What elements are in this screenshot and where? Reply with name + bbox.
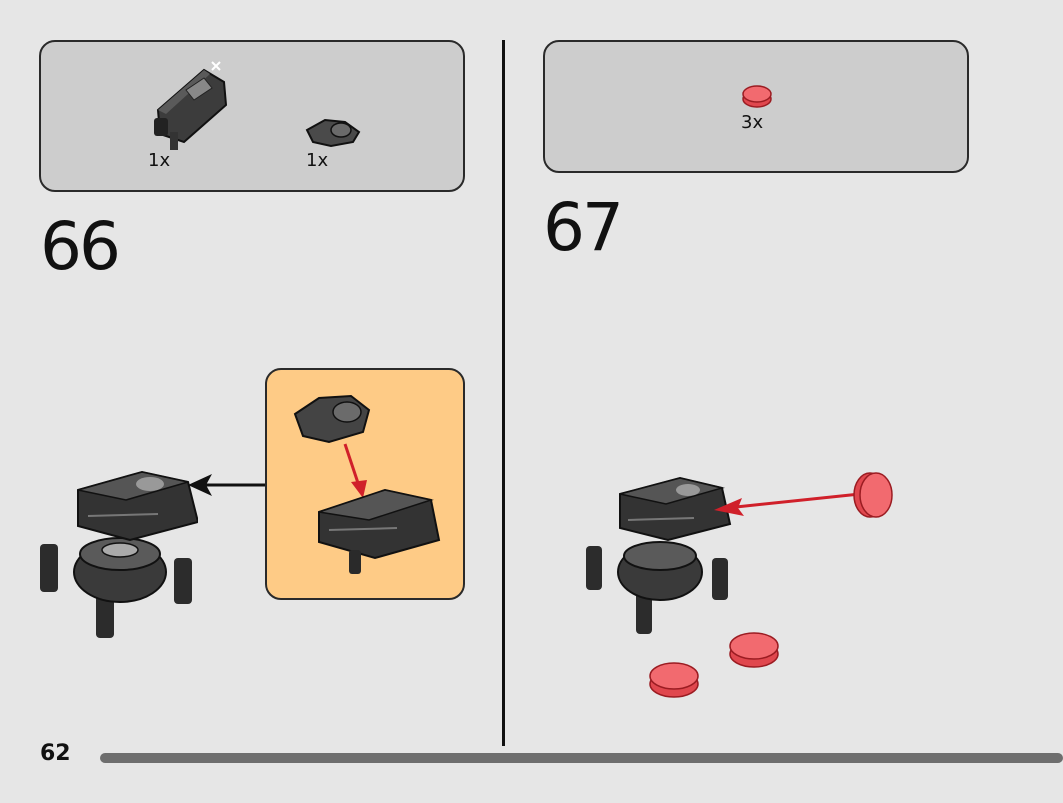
trans-red-round-tile-icon — [742, 85, 772, 108]
cannon-housing-part-icon — [154, 61, 228, 150]
part-qty: 1x — [148, 150, 171, 171]
trans-red-round-tile-icon — [649, 662, 699, 698]
part-qty: 3x — [741, 112, 764, 133]
parts-box-step-67: 3x — [543, 40, 969, 173]
black-arrow-icon — [188, 474, 266, 496]
part-qty: 1x — [306, 150, 329, 171]
turret-assembly-illustration — [586, 476, 732, 634]
step-number-67: 67 — [543, 189, 624, 266]
clip-plate-part-icon — [305, 118, 361, 148]
red-arrow-icon — [714, 492, 861, 516]
red-arrow-icon — [343, 443, 367, 498]
parts-box-step-66: 1x 1x — [39, 40, 465, 192]
clip-plate-icon — [293, 394, 371, 444]
trans-red-round-tile-icon — [853, 472, 893, 518]
progress-bar — [100, 753, 1063, 763]
step-number-66: 66 — [40, 208, 121, 285]
subassembly-callout — [265, 368, 465, 600]
cannon-housing-icon — [318, 488, 441, 574]
page-number: 62 — [40, 741, 71, 766]
trans-red-round-tile-icon — [729, 632, 779, 668]
turret-assembly-illustration — [40, 470, 198, 638]
step-divider — [502, 40, 505, 746]
